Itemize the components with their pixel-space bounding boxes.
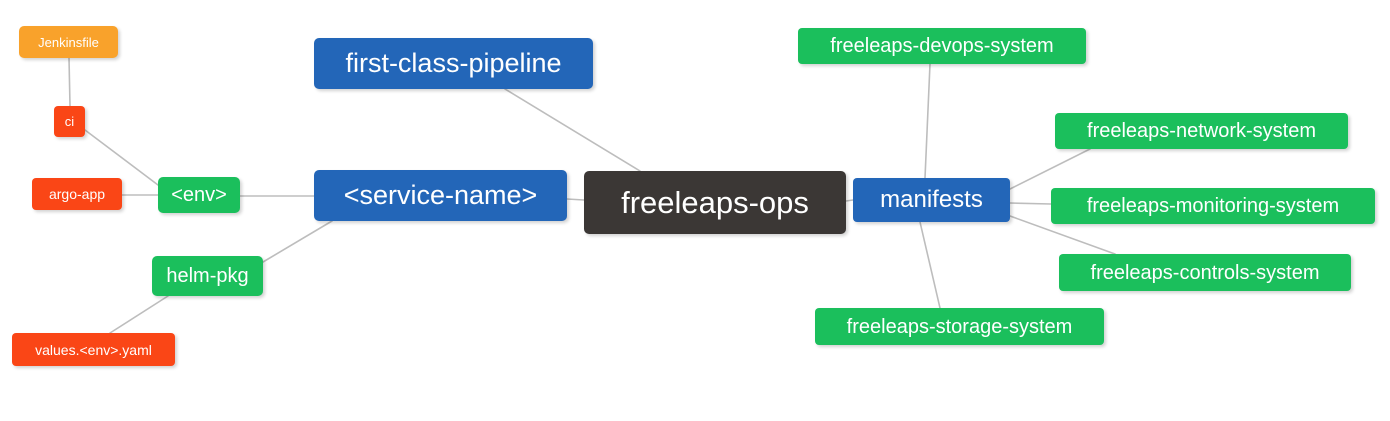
node-values-yaml[interactable]: values.<env>.yaml	[12, 333, 175, 366]
node-helm-pkg[interactable]: helm-pkg	[152, 256, 263, 296]
edge-service-name-to-helm-pkg	[262, 220, 333, 263]
edge-manifests-to-freeleaps-monitoring-system	[1009, 202, 1052, 205]
edge-ci-to-env	[84, 129, 159, 186]
node-manifests[interactable]: manifests	[853, 178, 1010, 222]
node-env[interactable]: <env>	[158, 177, 240, 213]
edge-freeleaps-ops-to-manifests	[845, 199, 854, 202]
node-freeleaps-network-system[interactable]: freeleaps-network-system	[1055, 113, 1348, 149]
node-first-class-pipeline[interactable]: first-class-pipeline	[314, 38, 593, 89]
node-jenkinsfile[interactable]: Jenkinsfile	[19, 26, 118, 58]
edge-first-class-pipeline-to-freeleaps-ops	[504, 88, 641, 172]
node-freeleaps-controls-system[interactable]: freeleaps-controls-system	[1059, 254, 1351, 291]
edge-service-name-to-freeleaps-ops	[566, 198, 585, 201]
edge-manifests-to-freeleaps-storage-system	[919, 221, 941, 309]
edge-manifests-to-freeleaps-network-system	[1009, 148, 1091, 190]
node-freeleaps-monitoring-system[interactable]: freeleaps-monitoring-system	[1051, 188, 1375, 224]
node-argo-app[interactable]: argo-app	[32, 178, 122, 210]
node-freeleaps-ops[interactable]: freeleaps-ops	[584, 171, 846, 234]
node-ci[interactable]: ci	[54, 106, 85, 137]
node-service-name[interactable]: <service-name>	[314, 170, 567, 221]
edge-helm-pkg-to-values-yaml	[109, 295, 169, 334]
node-freeleaps-storage-system[interactable]: freeleaps-storage-system	[815, 308, 1104, 345]
edge-manifests-to-freeleaps-devops-system	[924, 63, 931, 179]
edge-jenkinsfile-to-ci	[68, 57, 71, 107]
node-freeleaps-devops-system[interactable]: freeleaps-devops-system	[798, 28, 1086, 64]
